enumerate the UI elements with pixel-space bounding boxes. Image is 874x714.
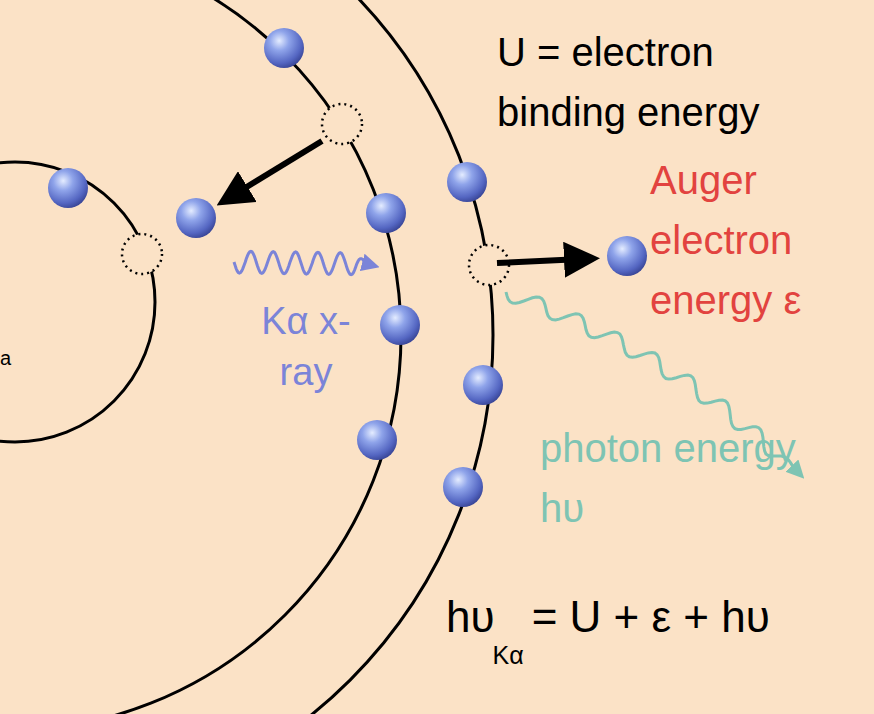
ejection-arrow (497, 259, 582, 263)
electron (357, 420, 397, 460)
photon-label: photon energy hυ (540, 418, 805, 538)
electron (366, 193, 406, 233)
electron (380, 305, 420, 345)
electron (176, 198, 216, 238)
x-ray-wave (234, 251, 368, 274)
equation-term: hυ (446, 591, 495, 644)
binding-energy-label: U = electron binding energy (497, 22, 847, 142)
electron (48, 168, 88, 208)
electron (607, 236, 647, 276)
electron (443, 467, 483, 507)
electron (463, 365, 503, 405)
electron (264, 28, 304, 68)
vacancy (322, 104, 362, 144)
outer-shell (0, 0, 493, 714)
auger-label: Auger electron energy ε (650, 150, 865, 330)
electron (447, 162, 487, 202)
edge-fragment: a (0, 346, 11, 370)
vacancy (122, 234, 162, 274)
transition-arrow (232, 141, 322, 196)
equation-subscript: Kα (493, 640, 524, 670)
inner-shell (0, 162, 155, 442)
middle-shell (0, 0, 401, 714)
equation-rhs: = U + ε + hυ (532, 591, 770, 644)
x-ray-label: Kα x-ray (236, 296, 376, 399)
